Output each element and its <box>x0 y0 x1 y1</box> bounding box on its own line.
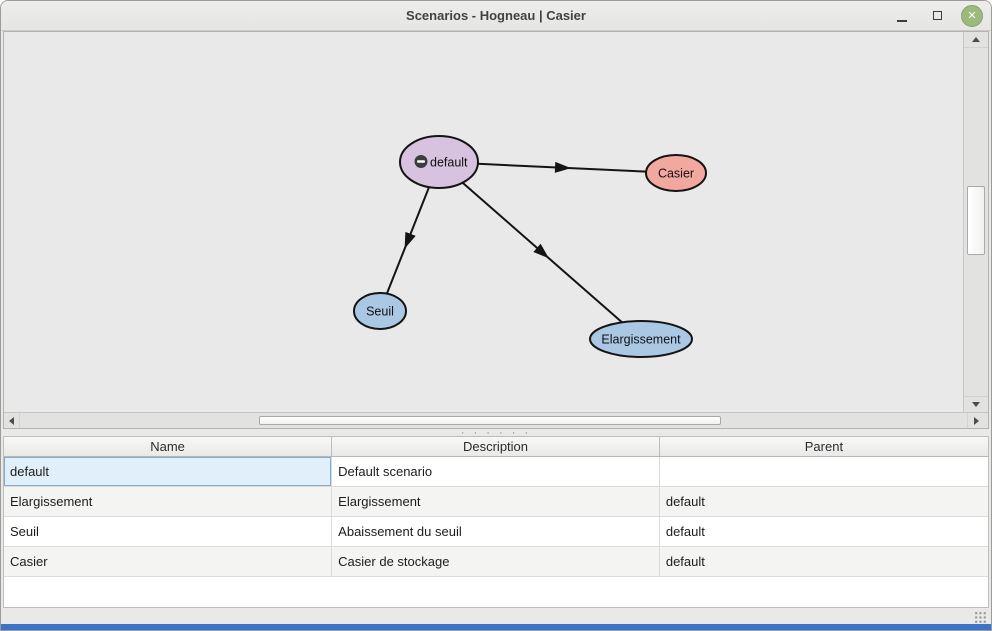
graph-node-Casier[interactable]: Casier <box>645 154 707 192</box>
scroll-up-button[interactable] <box>964 32 988 48</box>
maximize-button[interactable] <box>926 5 948 27</box>
graph-node-default[interactable]: default <box>399 135 479 189</box>
title-bar[interactable]: Scenarios - Hogneau | Casier ✕ <box>1 1 991 31</box>
column-header-parent[interactable]: Parent <box>659 437 988 457</box>
node-label: Elargissement <box>601 333 681 347</box>
scroll-left-button[interactable] <box>4 413 20 428</box>
desktop-panel-edge <box>1 624 991 630</box>
cell-description[interactable]: Elargissement <box>331 486 660 517</box>
cell-name[interactable]: Casier <box>4 546 333 577</box>
cell-name[interactable]: Seuil <box>4 516 333 547</box>
splitter-grip-icon: · · · · · · <box>460 426 532 439</box>
scroll-right-button[interactable] <box>967 413 985 428</box>
edge-arrow-icon <box>533 243 549 259</box>
pane-splitter[interactable]: · · · · · · <box>1 426 991 439</box>
arrow-left-icon <box>9 416 14 425</box>
cell-name[interactable]: Elargissement <box>4 486 333 517</box>
graph-node-Seuil[interactable]: Seuil <box>353 292 407 330</box>
cell-description[interactable]: Abaissement du seuil <box>331 516 660 547</box>
cell-description[interactable]: Default scenario <box>331 456 660 487</box>
horizontal-scrollbar-thumb[interactable] <box>259 416 721 425</box>
cell-name[interactable]: default <box>4 456 333 487</box>
resize-grip-icon[interactable] <box>974 611 987 624</box>
close-icon: ✕ <box>967 10 977 22</box>
maximize-icon <box>932 11 942 20</box>
graph-node-Elargissement[interactable]: Elargissement <box>589 320 693 358</box>
cell-parent[interactable] <box>659 456 988 487</box>
arrow-up-icon <box>972 37 980 42</box>
vertical-scrollbar[interactable] <box>963 32 988 412</box>
edge-arrow-icon <box>554 161 571 173</box>
node-label: Casier <box>658 167 694 181</box>
close-button[interactable]: ✕ <box>961 4 983 27</box>
cell-parent[interactable]: default <box>659 546 988 577</box>
node-label: default <box>430 156 468 170</box>
window-controls: ✕ <box>891 1 983 30</box>
cell-parent[interactable]: default <box>659 486 988 517</box>
arrow-right-icon <box>974 416 979 425</box>
vertical-scrollbar-thumb[interactable] <box>967 186 985 255</box>
arrow-down-icon <box>972 402 980 407</box>
cell-description[interactable]: Casier de stockage <box>331 546 660 577</box>
table-header-row: Name Description Parent <box>4 437 988 457</box>
status-bar <box>1 608 991 626</box>
edge-arrow-icon <box>404 231 416 249</box>
minimize-button[interactable] <box>891 5 913 27</box>
window-title: Scenarios - Hogneau | Casier <box>406 8 586 23</box>
minimize-icon <box>897 9 907 22</box>
node-label: Seuil <box>366 305 394 319</box>
column-header-description[interactable]: Description <box>331 437 660 457</box>
horizontal-scrollbar[interactable] <box>4 412 988 428</box>
column-header-name[interactable]: Name <box>4 437 333 457</box>
cell-parent[interactable]: default <box>659 516 988 547</box>
scroll-down-button[interactable] <box>964 396 988 412</box>
